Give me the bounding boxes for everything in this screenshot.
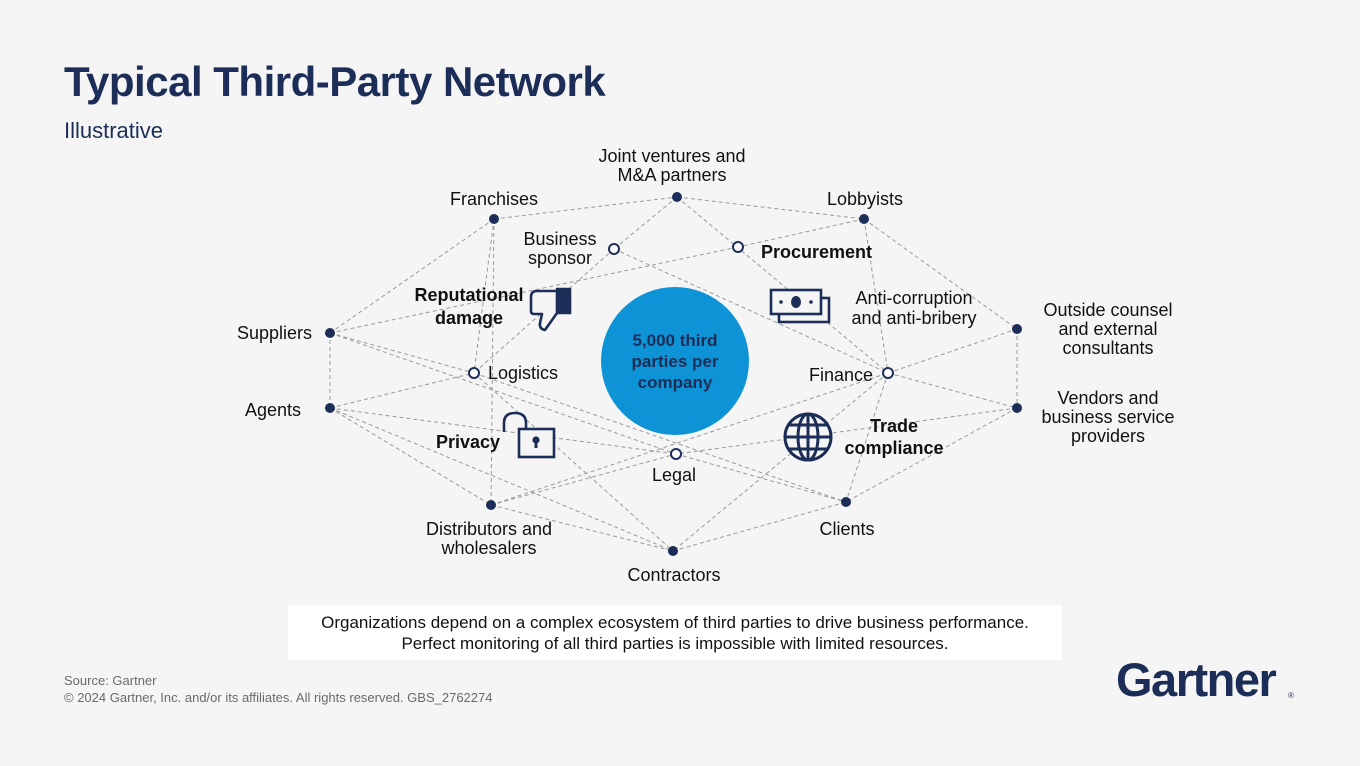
label-vendors-l2: business service — [1041, 407, 1175, 427]
node-logistics — [468, 367, 480, 379]
page-title: Typical Third-Party Network — [64, 58, 606, 105]
label-trade-compliance-l2: compliance — [844, 438, 944, 458]
gartner-logo: Gartner — [1116, 653, 1277, 706]
label-clients: Clients — [819, 519, 875, 539]
label-joint-ventures-l1: Joint ventures and — [598, 146, 746, 166]
network-connections — [329, 196, 1018, 552]
node-outside-counsel — [1012, 324, 1022, 334]
node-procurement — [732, 241, 744, 253]
money-icon — [769, 288, 831, 324]
label-vendors-l3: providers — [1070, 426, 1146, 446]
node-joint-ventures — [672, 192, 682, 202]
label-joint-ventures-l2: M&A partners — [617, 165, 727, 185]
node-contractors — [668, 546, 678, 556]
label-agents: Agents — [244, 400, 301, 420]
label-business-sponsor-l2: sponsor — [527, 248, 593, 268]
copyright-line: © 2024 Gartner, Inc. and/or its affiliat… — [64, 690, 493, 705]
label-vendors-l1: Vendors and — [1057, 388, 1159, 408]
label-contractors: Contractors — [627, 565, 721, 585]
internal-function-nodes — [468, 241, 894, 460]
label-outside-counsel-l2: and external — [1058, 319, 1158, 339]
node-franchises — [489, 214, 499, 224]
label-reputational-damage-l2: damage — [434, 308, 504, 328]
thumbs-down-icon — [529, 287, 572, 332]
label-reputational-damage: Reputational damage — [414, 284, 523, 330]
node-business-sponsor — [608, 243, 620, 255]
label-reputational-damage-l1: Reputational — [414, 285, 524, 305]
third-party-nodes — [325, 192, 1022, 556]
label-lobbyists: Lobbyists — [826, 189, 904, 209]
label-distributors-l2: wholesalers — [441, 538, 537, 558]
node-suppliers — [325, 328, 335, 338]
label-procurement: Procurement — [761, 242, 873, 262]
node-distributors — [486, 500, 496, 510]
label-outside-counsel-l1: Outside counsel — [1043, 300, 1173, 320]
hub-label: 5,000 third parties per company — [631, 330, 719, 392]
node-finance — [882, 367, 894, 379]
label-privacy: Privacy — [436, 432, 501, 452]
label-franchises: Franchises — [449, 189, 539, 209]
node-lobbyists — [859, 214, 869, 224]
label-business-sponsor-l1: Business — [523, 229, 597, 249]
label-logistics: Logistics — [488, 363, 559, 383]
node-clients — [841, 497, 851, 507]
summary-note: Organizations depend on a complex ecosys… — [288, 605, 1062, 660]
label-finance: Finance — [808, 365, 873, 385]
gartner-logo-registered-mark: ® — [1288, 691, 1294, 700]
label-anti-corruption-l1: Anti-corruption — [855, 288, 973, 308]
node-legal — [670, 448, 682, 460]
globe-icon — [783, 412, 833, 462]
footer-source: Source: Gartner © 2024 Gartner, Inc. and… — [64, 672, 492, 706]
label-suppliers: Suppliers — [236, 323, 312, 343]
label-trade-compliance-l1: Trade — [869, 416, 919, 436]
page-subtitle: Illustrative — [64, 118, 164, 143]
label-distributors-l1: Distributors and — [425, 519, 553, 539]
node-agents — [325, 403, 335, 413]
central-hub: 5,000 third parties per company — [601, 287, 749, 435]
label-anti-corruption-l2: and anti-bribery — [851, 308, 977, 328]
node-vendors — [1012, 403, 1022, 413]
summary-note-text: Organizations depend on a complex ecosys… — [321, 612, 1029, 653]
unlocked-padlock-icon — [502, 411, 556, 459]
label-legal: Legal — [651, 465, 697, 485]
label-outside-counsel-l3: consultants — [1062, 338, 1154, 358]
source-line: Source: Gartner — [64, 673, 157, 688]
